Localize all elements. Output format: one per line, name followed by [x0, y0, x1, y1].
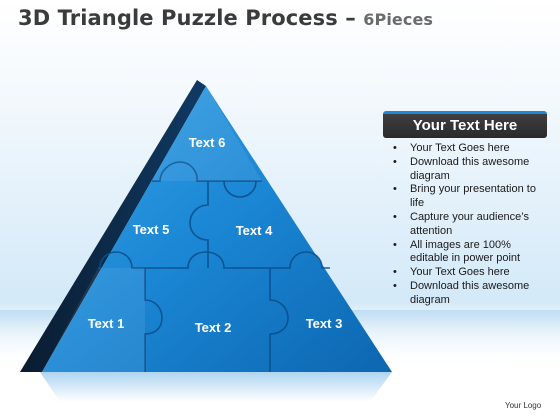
bullet-item: Download this awesome diagram — [378, 280, 548, 308]
bullet-item: Your Text Goes here — [378, 142, 548, 156]
bullet-item: Bring your presentation to life — [378, 183, 548, 211]
pyramid-front-face — [42, 86, 392, 372]
title-main: 3D Triangle Puzzle Process – — [18, 6, 364, 30]
title-pieces-count: 6Pieces — [363, 10, 434, 29]
piece-label-4: Text 4 — [236, 223, 273, 238]
bullet-item: All images are 100% editable in power po… — [378, 239, 548, 267]
piece-label-3: Text 3 — [306, 316, 343, 331]
pyramid-side-face — [20, 80, 206, 372]
piece-label-2: Text 2 — [195, 320, 232, 335]
piece-label-1: Text 1 — [88, 316, 125, 331]
logo-text: Your Logo — [505, 401, 542, 410]
puzzle-highlights — [42, 86, 262, 372]
bullet-item: Download this awesome diagram — [378, 156, 548, 184]
bullet-list: Your Text Goes here Download this awesom… — [378, 142, 548, 308]
bullet-item: Capture your audience’s attention — [378, 211, 548, 239]
text-box-header: Your Text Here — [383, 111, 547, 138]
bullet-item: Your Text Goes here — [378, 266, 548, 280]
piece-label-6: Text 6 — [189, 135, 226, 150]
page-title: 3D Triangle Puzzle Process – 6Pieces — [18, 6, 433, 30]
piece-label-5: Text 5 — [133, 222, 170, 237]
puzzle-seams — [98, 161, 330, 372]
pyramid-reflection — [40, 372, 392, 402]
